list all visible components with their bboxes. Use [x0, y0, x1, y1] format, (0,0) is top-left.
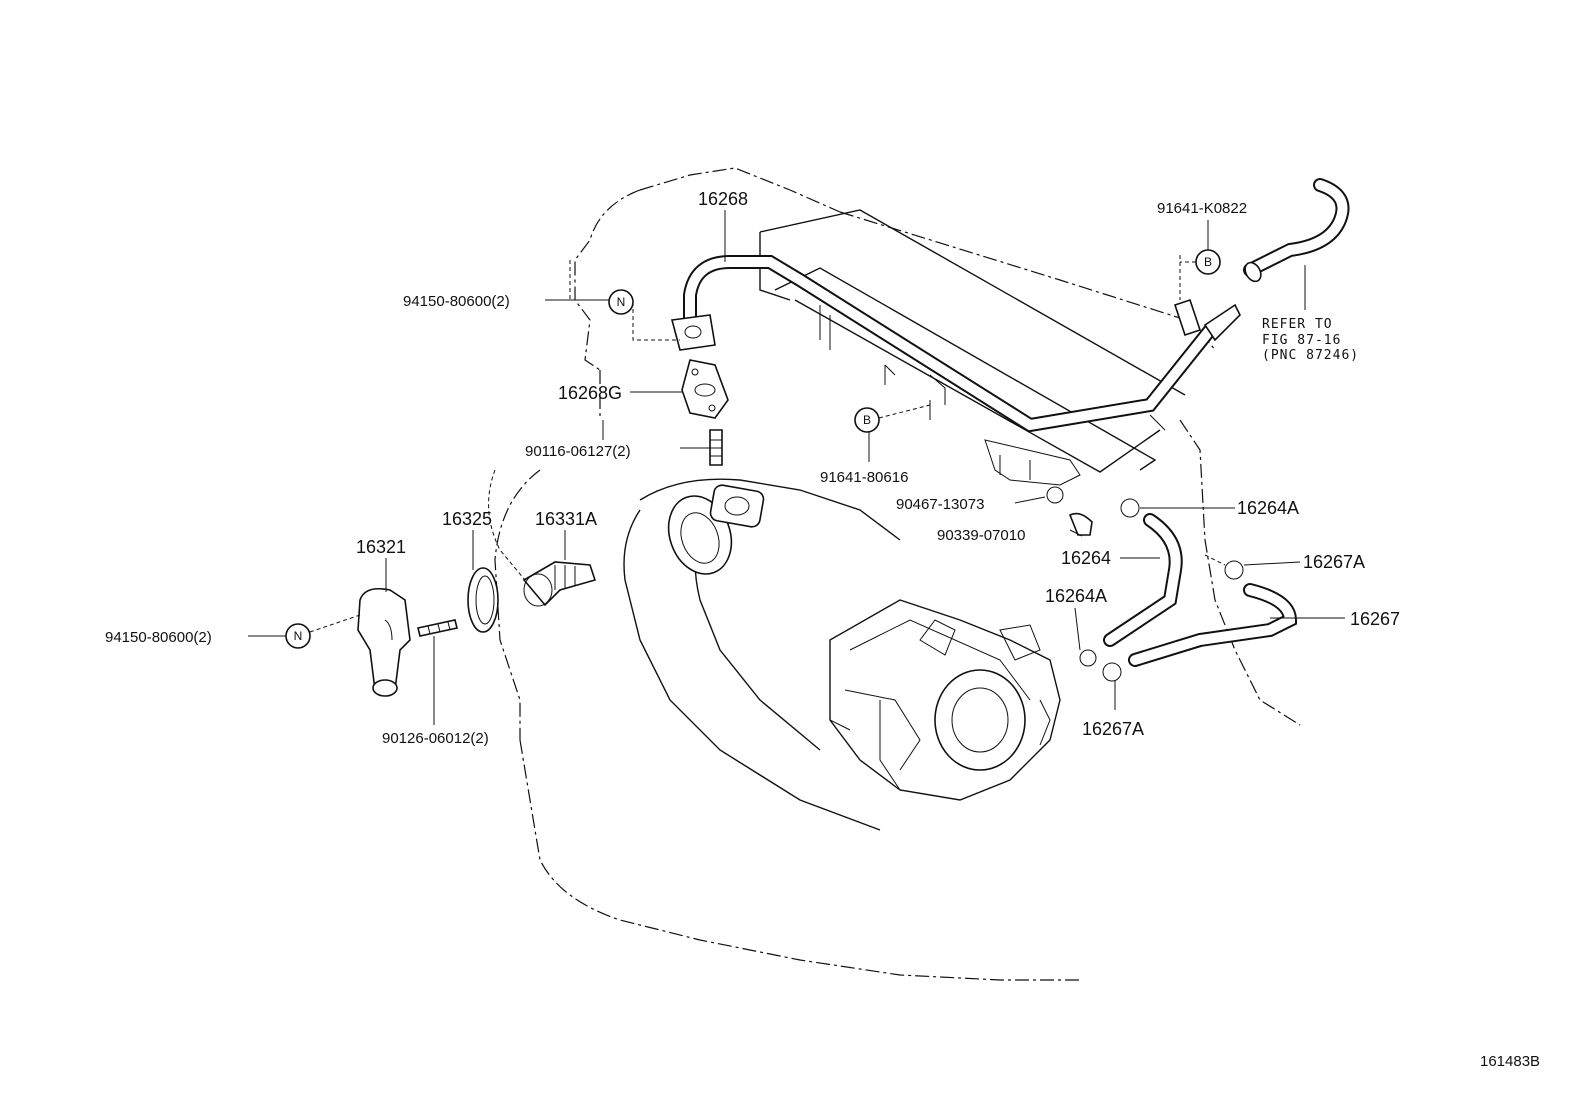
heater-hose-refer: [1243, 178, 1350, 283]
svg-text:N: N: [294, 629, 303, 643]
label-90116-06127: 90116-06127(2): [525, 443, 631, 460]
label-16268G: 16268G: [558, 383, 622, 403]
label-91641-80616: 91641-80616: [820, 469, 908, 486]
refer-line-3: (PNC 87246): [1262, 348, 1359, 363]
refer-note: REFER TO FIG 87-16 (PNC 87246): [1262, 317, 1359, 363]
label-94150-80600-top: 94150-80600(2): [403, 293, 510, 310]
refer-line-1: REFER TO: [1262, 317, 1333, 332]
thermostat-parts: [357, 561, 597, 697]
label-16267A-right: 16267A: [1303, 552, 1365, 572]
part-labels: 16268 91641-K0822 94150-80600(2) 16268G …: [105, 189, 1400, 747]
label-94150-80600-left: 94150-80600(2): [105, 629, 212, 646]
marker-n-left: N: [285, 623, 311, 649]
figure-id: 161483B: [1480, 1053, 1540, 1070]
label-16267A-bottom: 16267A: [1082, 719, 1144, 739]
label-16331A: 16331A: [535, 509, 597, 529]
marker-n-top: N: [608, 289, 634, 315]
hoses-and-clamps: [1046, 486, 1298, 682]
leader-lines: [248, 210, 1345, 725]
svg-text:N: N: [617, 295, 626, 309]
label-90467-13073: 90467-13073: [896, 496, 984, 513]
label-16267: 16267: [1350, 609, 1400, 629]
svg-text:B: B: [863, 413, 871, 427]
intake-manifold: [759, 209, 1186, 486]
throttle-body-assembly: [623, 478, 1061, 831]
label-16264A-mid: 16264A: [1045, 586, 1107, 606]
marker-b-mid: B: [854, 407, 880, 433]
water-bypass-pipe: [670, 255, 1241, 433]
label-91641-K0822: 91641-K0822: [1157, 200, 1247, 217]
label-16264A-top: 16264A: [1237, 498, 1299, 518]
marker-b-top: B: [1195, 249, 1221, 275]
label-16321: 16321: [356, 537, 406, 557]
gasket-16268G: [681, 359, 729, 466]
label-16268: 16268: [698, 189, 748, 209]
label-90126-06012: 90126-06012(2): [382, 730, 489, 747]
label-16264: 16264: [1061, 548, 1111, 568]
svg-text:B: B: [1204, 255, 1212, 269]
label-90339-07010: 90339-07010: [937, 527, 1025, 544]
label-16325: 16325: [442, 509, 492, 529]
refer-line-2: FIG 87-16: [1262, 333, 1341, 348]
